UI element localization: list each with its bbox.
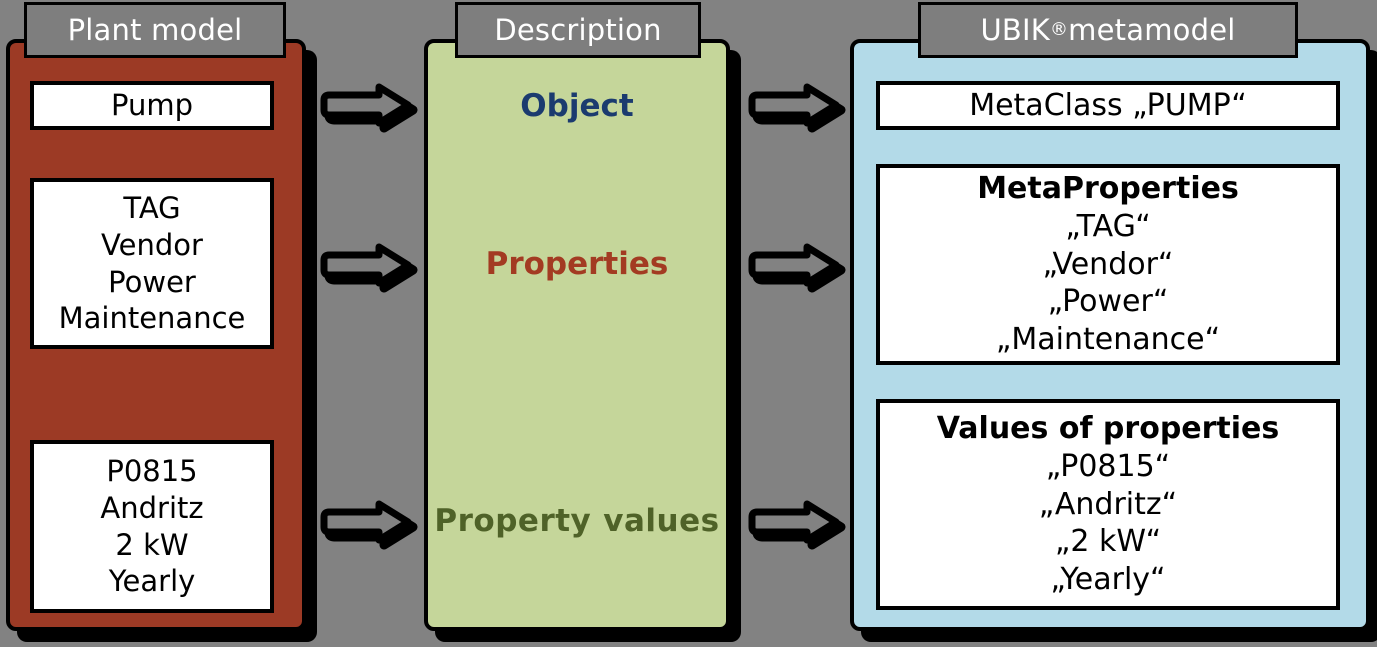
arrow-right-icon-plant-to-object <box>316 83 418 133</box>
description-property-values-word2: values <box>603 503 720 539</box>
description-object-label: Object <box>520 88 634 124</box>
arrow-right-icon-object-to-metaclass <box>744 83 846 133</box>
description-property-values-word1: Property <box>434 503 592 539</box>
ubik-metaclass-line: MetaClass „PUMP“ <box>969 87 1247 125</box>
plant-model-header: Plant model <box>24 2 286 58</box>
ubik-value-line: „Andritz“ <box>1038 486 1178 522</box>
description-header-label: Description <box>494 13 662 47</box>
plant-property-line: Vendor <box>101 227 203 262</box>
ubik-header-brand: UBIK <box>980 13 1050 47</box>
ubik-metaproperties-title: MetaProperties <box>977 171 1239 206</box>
plant-object-line: Pump <box>110 88 193 123</box>
ubik-value-line: „P0815“ <box>1045 448 1171 484</box>
plant-value-line: Yearly <box>108 564 196 599</box>
ubik-values-of-properties-box: Values of properties „P0815“ „Andritz“ „… <box>876 399 1340 610</box>
description-properties-label: Properties <box>485 246 669 282</box>
plant-value-line: P0815 <box>106 454 198 489</box>
ubik-metaproperty-line: „TAG“ <box>1065 208 1151 244</box>
description-panel <box>424 39 730 631</box>
plant-values-box: P0815 Andritz 2 kW Yearly <box>30 440 274 613</box>
plant-model-header-label: Plant model <box>67 13 243 47</box>
plant-properties-box: TAG Vendor Power Maintenance <box>30 178 274 349</box>
plant-property-line: Maintenance <box>58 301 246 336</box>
ubik-values-title: Values of properties <box>936 411 1280 446</box>
ubik-value-line: „2 kW“ <box>1054 524 1162 560</box>
arrow-right-icon-plant-to-values <box>316 500 418 550</box>
arrow-right-icon-plant-to-properties <box>316 243 418 293</box>
ubik-value-line: „Yearly“ <box>1050 562 1166 598</box>
ubik-header-tail: metamodel <box>1068 13 1236 47</box>
plant-value-line: Andritz <box>100 490 204 525</box>
ubik-metaclass-box: MetaClass „PUMP“ <box>876 81 1340 130</box>
ubik-metaclass-title: MetaClass <box>969 87 1123 123</box>
plant-object-box: Pump <box>30 81 274 130</box>
ubik-metaproperties-box: MetaProperties „TAG“ „Vendor“ „Power“ „M… <box>876 164 1340 365</box>
ubik-metaproperty-line: „Power“ <box>1047 284 1169 320</box>
ubik-metaclass-value: „PUMP“ <box>1132 87 1247 123</box>
plant-property-line: TAG <box>123 191 181 226</box>
description-header: Description <box>455 2 701 58</box>
ubik-metaproperty-line: „Vendor“ <box>1042 246 1174 282</box>
arrow-right-icon-values-to-valuesofproperties <box>744 500 846 550</box>
plant-property-line: Power <box>108 264 196 299</box>
ubik-metamodel-header: UBIK® metamodel <box>918 2 1298 58</box>
ubik-metaproperty-line: „Maintenance“ <box>995 322 1221 358</box>
arrow-right-icon-properties-to-metaproperties <box>744 243 846 293</box>
description-property-values-label: Property values <box>424 503 730 539</box>
plant-value-line: 2 kW <box>115 527 189 562</box>
